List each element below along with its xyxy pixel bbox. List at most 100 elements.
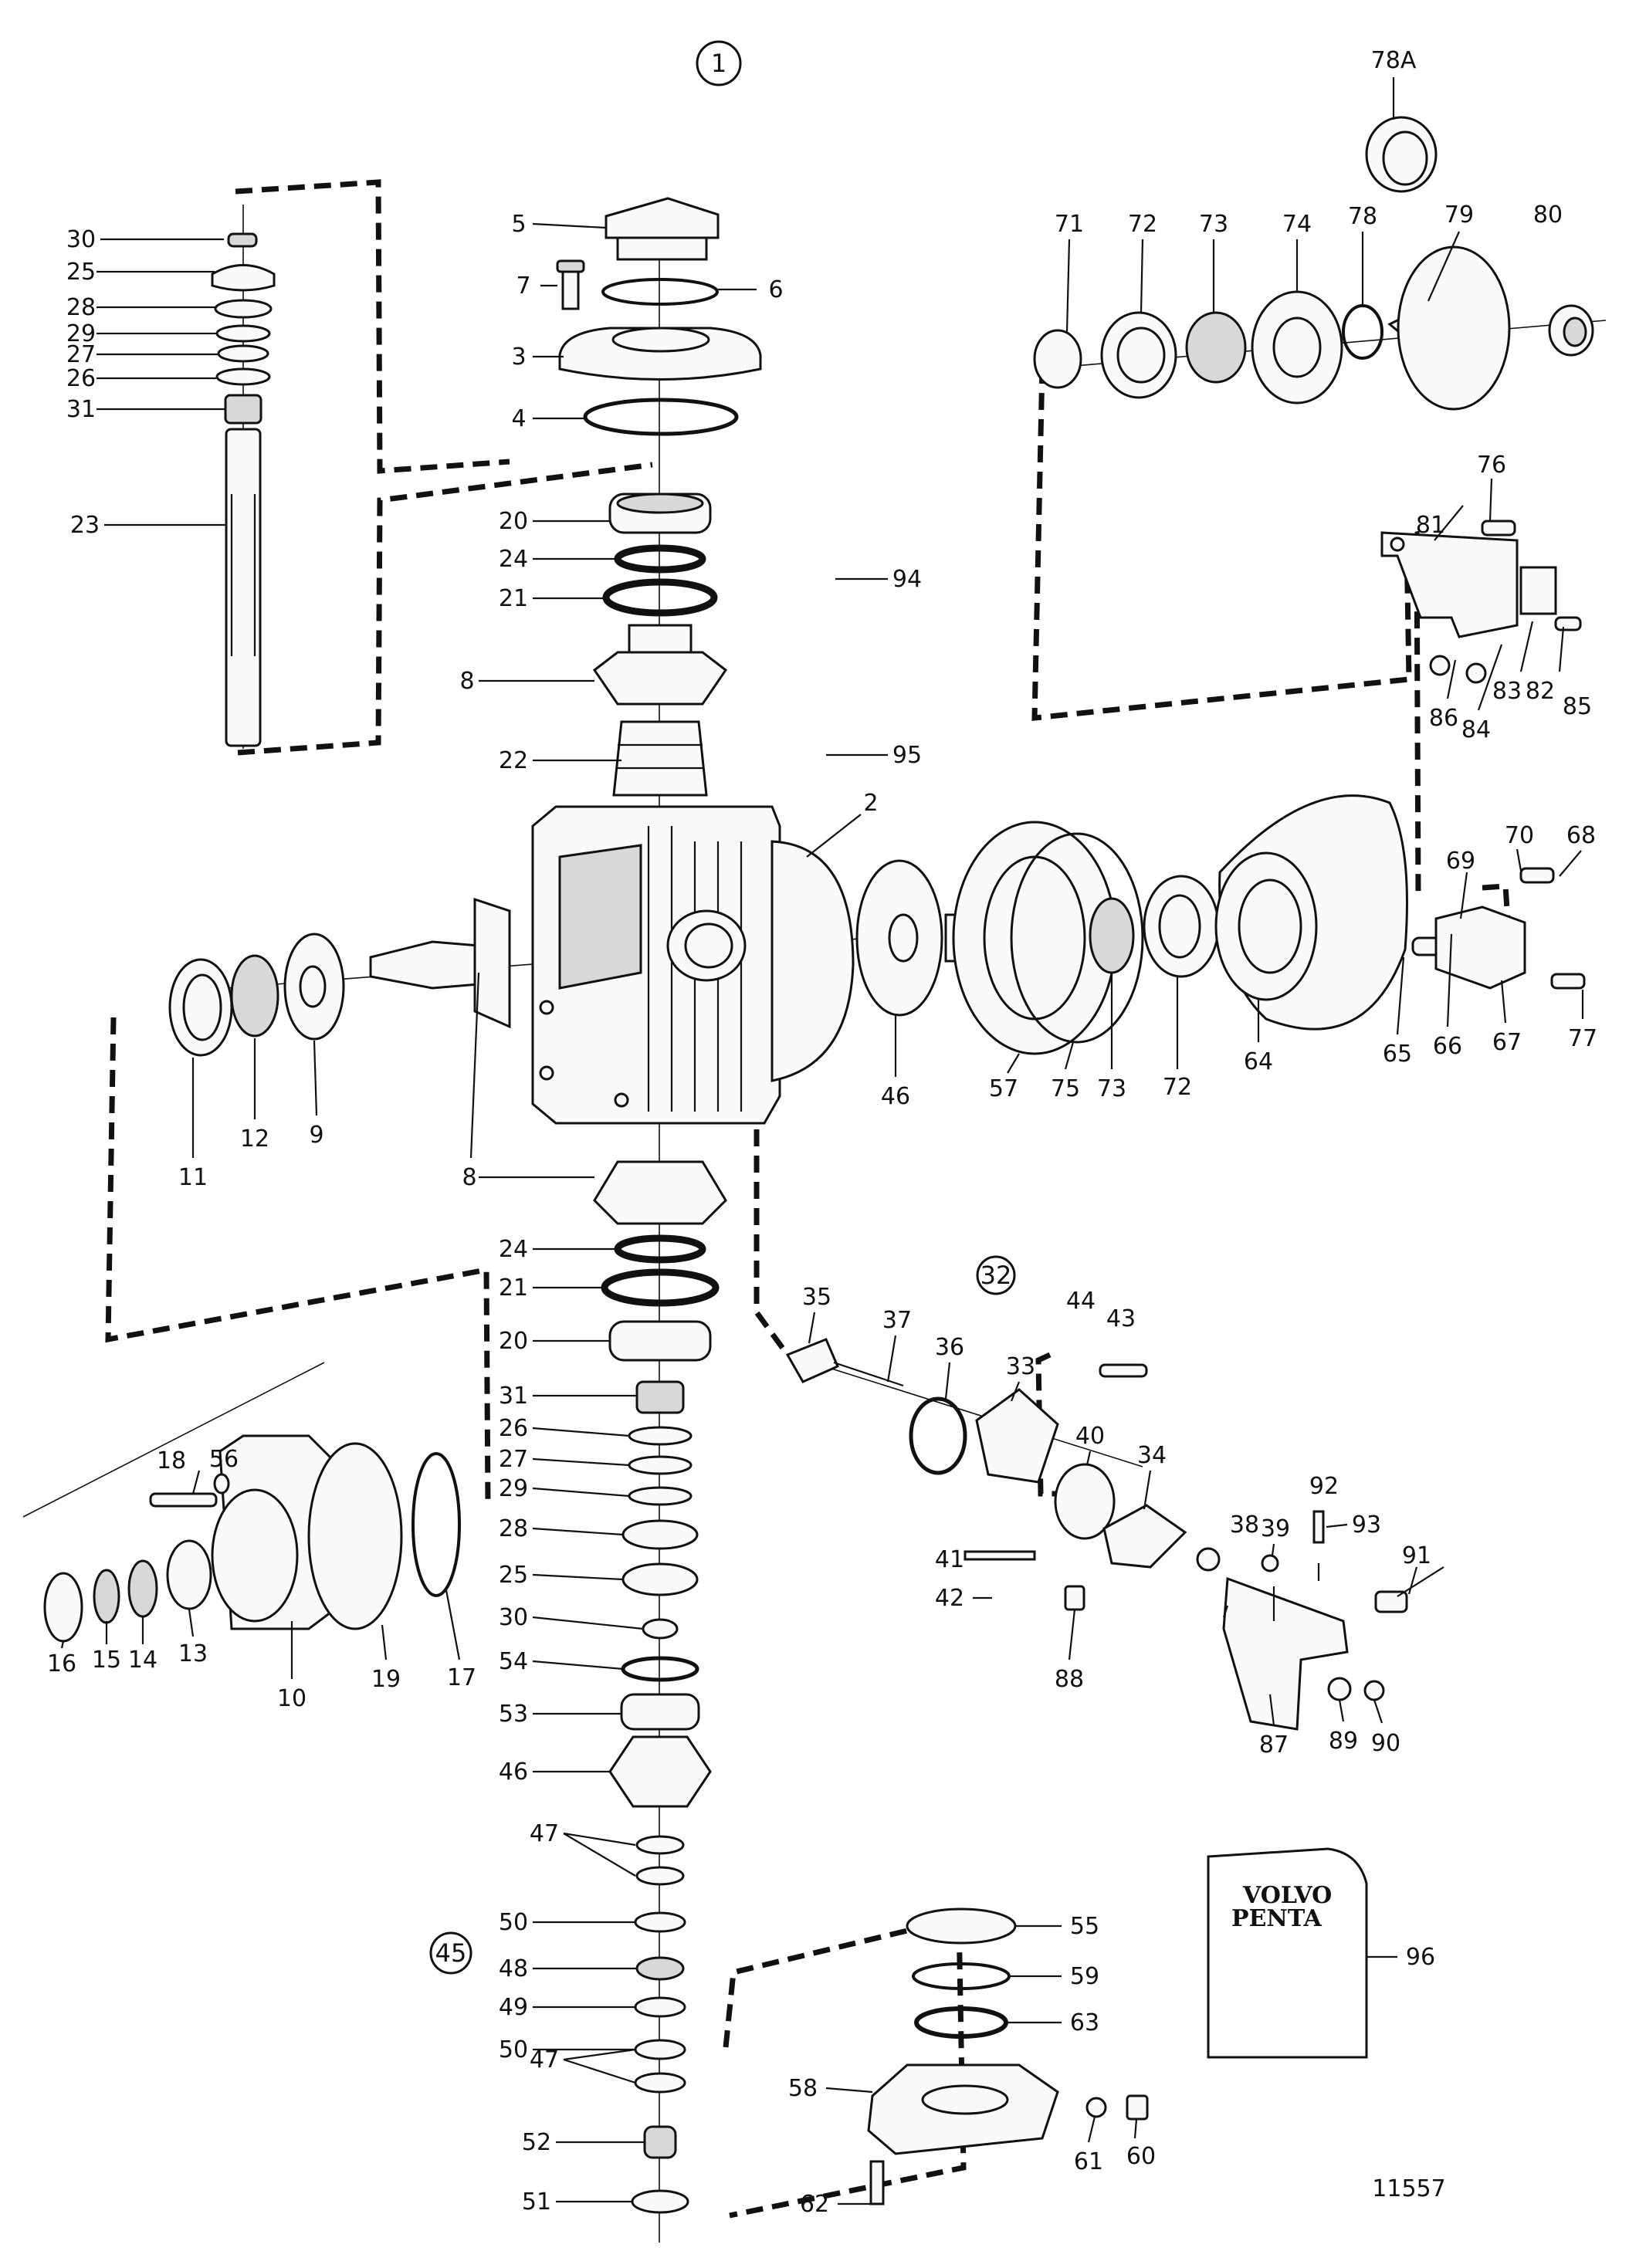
part-label: 55 [1070, 1913, 1099, 1940]
part-label: 9 [309, 1122, 323, 1149]
part-label: 12 [240, 1126, 269, 1153]
shift-mechanism [785, 1338, 1408, 1731]
part-label: 6 [768, 276, 783, 303]
part-label: 41 [935, 1546, 964, 1573]
part-label: 28 [499, 1515, 528, 1542]
part-label: 95 [892, 742, 922, 769]
part-label: 26 [66, 365, 96, 392]
part-label: 37 [882, 1307, 912, 1334]
part-label: 47 [530, 1820, 559, 1847]
part-label: 30 [66, 226, 96, 253]
bottom-cover-assembly [867, 1907, 1149, 2205]
part-label: 58 [788, 2075, 818, 2102]
part-label: 30 [499, 1604, 528, 1631]
part-label: 23 [70, 512, 100, 539]
part-label: 38 [1230, 1511, 1259, 1539]
part-label: 51 [522, 2188, 551, 2216]
part-label: 31 [66, 396, 96, 423]
part-label: 46 [881, 1083, 910, 1110]
part-label: 29 [66, 320, 96, 347]
part-label: 19 [371, 1666, 401, 1693]
part-label: 85 [1563, 693, 1592, 720]
part-label: 34 [1137, 1442, 1167, 1469]
part-label: 24 [499, 546, 528, 573]
part-label: 70 [1505, 822, 1534, 849]
part-label: 4 [511, 405, 526, 432]
part-label: 31 [499, 1383, 528, 1410]
part-label: 33 [1006, 1353, 1035, 1380]
part-label: 96 [1406, 1944, 1435, 1971]
part-label: 8 [459, 668, 474, 695]
svg-text:45: 45 [435, 1938, 467, 1968]
output-coupling-assembly [1033, 116, 1594, 411]
svg-text:32: 32 [980, 1261, 1012, 1290]
part-label: 3 [511, 344, 526, 371]
part-label: 92 [1309, 1473, 1339, 1500]
part-label: 72 [1128, 211, 1157, 238]
part-label: 17 [447, 1664, 476, 1691]
part-label: 56 [209, 1446, 239, 1473]
part-label: 28 [66, 294, 96, 321]
part-label: 47 [530, 2046, 559, 2073]
part-label: 90 [1371, 1730, 1400, 1757]
part-label: 87 [1259, 1731, 1289, 1759]
group-marker-1: 1 [696, 40, 742, 86]
part-label: 83 [1492, 678, 1522, 705]
part-label: 63 [1070, 2009, 1099, 2036]
svg-text:1: 1 [711, 49, 726, 78]
group-marker-45: 45 [429, 1931, 472, 1975]
part-label: 48 [499, 1955, 528, 1982]
part-label: 89 [1329, 1728, 1358, 1755]
top-cover-assembly [556, 197, 762, 436]
part-label: 69 [1446, 848, 1475, 875]
svg-text:VOLVO: VOLVO [1242, 1882, 1332, 1909]
part-label: 52 [522, 2129, 551, 2156]
part-label: 49 [499, 1994, 528, 2021]
part-label: 35 [802, 1284, 831, 1311]
part-label: 76 [1477, 452, 1506, 479]
part-label: 64 [1244, 1048, 1273, 1075]
part-label: 65 [1383, 1041, 1412, 1068]
part-label: 75 [1051, 1075, 1080, 1102]
pinion-bearing-housing [43, 1434, 461, 1643]
gear-housing [531, 805, 855, 1125]
part-label: 81 [1416, 512, 1445, 539]
part-label: 39 [1261, 1515, 1290, 1542]
part-label: 27 [66, 341, 96, 368]
group-marker-32: 32 [976, 1255, 1016, 1295]
part-label: 60 [1126, 2143, 1156, 2170]
part-label: 43 [1106, 1305, 1136, 1332]
drive-pinion-assembly [168, 897, 511, 1057]
part-label: 16 [47, 1650, 76, 1677]
part-label: 79 [1444, 201, 1474, 228]
part-label: 59 [1070, 1963, 1099, 1990]
part-label: 10 [277, 1685, 306, 1712]
drawing-number: 11557 [1372, 2175, 1445, 2202]
part-label: 14 [128, 1647, 157, 1674]
part-label: 11 [178, 1164, 208, 1191]
part-label: 42 [935, 1585, 964, 1612]
part-label: 80 [1533, 201, 1563, 228]
part-label: 93 [1352, 1511, 1381, 1539]
manual-booklet: VOLVO PENTA [1207, 1847, 1368, 2059]
part-labels: 78A 30 25 28 29 27 26 31 23 5 7 6 3 4 20… [47, 47, 1597, 2218]
part-label: 20 [499, 508, 528, 535]
part-label: 66 [1433, 1033, 1462, 1060]
part-label: 15 [92, 1647, 121, 1674]
part-label: 36 [935, 1334, 964, 1361]
part-label: 26 [499, 1415, 528, 1442]
part-label: 57 [989, 1075, 1018, 1102]
part-label: 50 [499, 2036, 528, 2063]
part-label: 50 [499, 1909, 528, 1936]
part-label: 40 [1075, 1423, 1105, 1450]
part-label: 5 [511, 211, 526, 238]
part-label: 29 [499, 1475, 528, 1502]
part-label: 27 [499, 1446, 528, 1473]
crown-gear-assembly [855, 794, 1526, 1055]
upper-bearing-stack [592, 493, 728, 797]
part-label: 73 [1097, 1075, 1126, 1102]
part-label: 24 [499, 1236, 528, 1263]
svg-text:PENTA: PENTA [1231, 1905, 1323, 1932]
part-label: 7 [516, 272, 530, 300]
part-label: 22 [499, 747, 528, 774]
